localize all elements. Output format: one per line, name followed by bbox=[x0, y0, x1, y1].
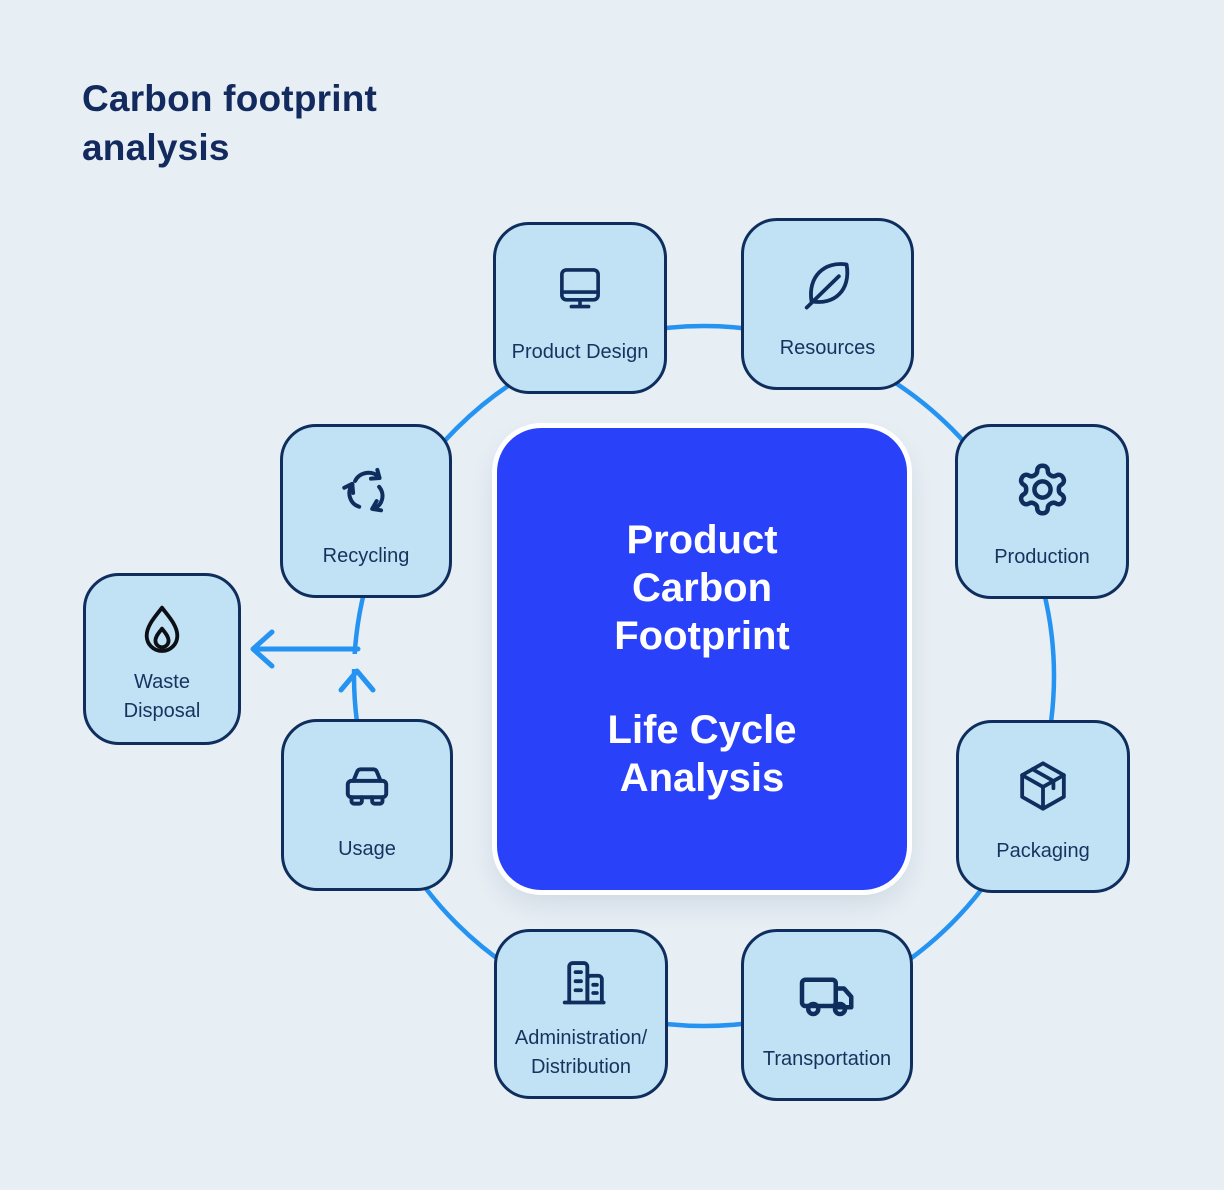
node-product-design: Product Design bbox=[493, 222, 667, 394]
arrowhead-left-icon bbox=[250, 629, 275, 669]
node-label: Usage bbox=[338, 838, 396, 860]
center-heading: Product Carbon Footprint bbox=[614, 518, 790, 658]
node-label: Administration/ Distribution bbox=[514, 1027, 648, 1078]
node-administration-distribution: Administration/ Distribution bbox=[494, 929, 668, 1099]
node-label: Production bbox=[994, 546, 1090, 568]
buildings-icon bbox=[552, 954, 610, 1012]
node-label: Waste Disposal bbox=[123, 671, 201, 722]
arrowhead-up-icon bbox=[338, 668, 376, 693]
flame-icon bbox=[134, 602, 190, 658]
node-label: Recycling bbox=[322, 545, 410, 567]
gear-icon bbox=[1014, 461, 1071, 518]
car-icon bbox=[337, 756, 397, 816]
truck-icon bbox=[797, 966, 857, 1026]
leaf-icon bbox=[799, 255, 857, 313]
node-packaging: Packaging bbox=[956, 720, 1130, 893]
package-box-icon bbox=[1014, 757, 1072, 815]
center-card: Product Carbon Footprint Life Cycle Anal… bbox=[497, 428, 907, 890]
node-transportation: Transportation bbox=[741, 929, 913, 1101]
node-usage: Usage bbox=[281, 719, 453, 891]
node-recycling: Recycling bbox=[280, 424, 452, 598]
circle-gap-mask bbox=[334, 654, 384, 669]
node-resources: Resources bbox=[741, 218, 914, 390]
monitor-icon bbox=[551, 259, 609, 317]
node-waste-disposal: Waste Disposal bbox=[83, 573, 241, 745]
page-title: Carbon footprint analysis bbox=[82, 78, 378, 169]
node-label: Product Design bbox=[511, 341, 649, 363]
node-label: Resources bbox=[779, 337, 876, 359]
node-label: Transportation bbox=[762, 1048, 892, 1070]
recycle-icon bbox=[337, 461, 395, 519]
node-label: Packaging bbox=[996, 840, 1090, 862]
center-subheading: Life Cycle Analysis bbox=[607, 708, 797, 800]
node-production: Production bbox=[955, 424, 1129, 599]
